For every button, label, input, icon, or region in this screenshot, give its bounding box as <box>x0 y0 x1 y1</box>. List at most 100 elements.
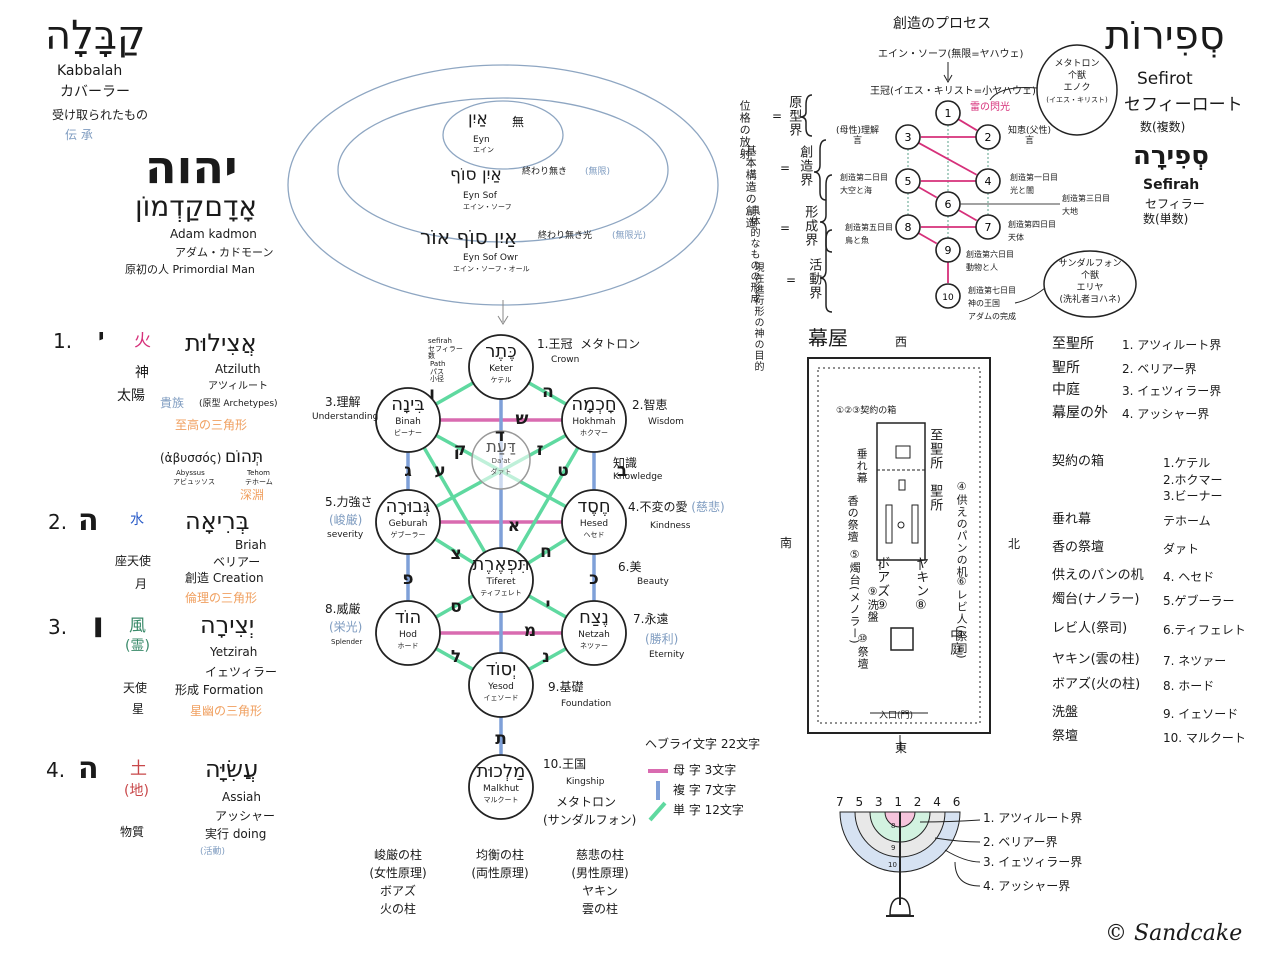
creation-node <box>935 283 961 309</box>
jachin-label: ヤキン⑧ <box>913 556 929 614</box>
sefirah-circle <box>375 387 441 453</box>
menorah-inner-9: 9 <box>891 844 896 852</box>
world-2-kana: ベリアー <box>213 555 261 569</box>
adam-kadmon-hebrew: אָדָםקַדְמוֹן <box>135 190 258 223</box>
ain-sof-owr-kana: エイン・ソーフ・オール <box>453 265 530 273</box>
sefirah-latin: Sefirah <box>1143 177 1200 193</box>
world-1-element: 火 <box>134 331 151 351</box>
item-sefirah: 1.ケテル <box>1163 456 1211 470</box>
ain-sof-owr-latin: Eyn Sof Owr <box>463 253 518 263</box>
kabbalah-kana: カバーラー <box>60 84 130 100</box>
sefirah-hebrew: גְּבוּרָה <box>385 496 431 517</box>
creation-node-number: 6 <box>945 198 952 211</box>
geburah-label: 5.力強さ <box>325 495 373 509</box>
creation-node-number: 10 <box>942 293 954 303</box>
path-letter: ה <box>542 382 554 402</box>
daat-en: Knowledge <box>613 472 663 482</box>
zone-world: 2. ベリアー界 <box>1122 362 1197 376</box>
realm-4-eq: = <box>786 273 797 287</box>
creation-n4-label: 創造第一日目光と闇 <box>1010 173 1058 195</box>
menorah-inner-10: 10 <box>888 861 897 869</box>
malkhut-en: Kingship <box>566 777 605 787</box>
world-2-letter: ה <box>78 503 99 538</box>
path-letter: פ <box>402 569 414 589</box>
sefirah-circle <box>561 600 627 666</box>
world-1-beings: 神 <box>135 365 149 381</box>
item-place: 垂れ幕 <box>1052 512 1092 527</box>
daat-latin: Da'at <box>491 457 511 465</box>
menorah <box>839 811 981 917</box>
arrow-head <box>497 315 509 325</box>
realm-3-realm: 形成界 <box>802 205 818 247</box>
metatron-ellipse <box>1036 44 1118 136</box>
bread-table-label: ④供えのパンの机 <box>955 480 969 578</box>
west-label: 西 <box>895 335 908 349</box>
world-3-latin: Yetzirah <box>210 645 258 659</box>
sefirah-kana: イェソード <box>483 694 519 702</box>
zone-world: 4. アッシャー界 <box>1122 407 1210 421</box>
path-letter: א <box>507 516 521 536</box>
ain-sof-note: (無限) <box>585 167 611 177</box>
item-place: ヤキン(雲の柱) <box>1052 652 1140 667</box>
hod-en: Splender <box>331 638 363 646</box>
world-3-desc: 形成 Formation <box>175 683 264 697</box>
levite-label: ⑥レビ人(祭司) <box>955 575 969 660</box>
item-sefirah: 8. ホード <box>1163 679 1215 693</box>
zone-world: 3. イェツィラー界 <box>1122 384 1222 398</box>
legend-single: 単 字 12文字 <box>673 803 744 817</box>
realm-2-eq: = <box>780 161 791 175</box>
path-letter: ע <box>434 461 446 481</box>
realm-4-realm: 活動界 <box>806 258 822 300</box>
realm-2-realm: 創造界 <box>797 145 813 187</box>
world-2-triangle: 倫理の三角形 <box>185 591 258 605</box>
creation-source: エイン・ソーフ(無限=ヤハウェ) <box>878 49 1024 60</box>
zone-world: 1. アツィルート界 <box>1122 338 1222 352</box>
ain-latin: Eyn <box>473 135 490 145</box>
zone-place: 中庭 <box>1052 382 1080 398</box>
boaz-label: ボアズ⑨ <box>874 556 890 614</box>
sefirah-circle <box>468 547 534 613</box>
malkhut-extra2: (サンダルフォン) <box>543 813 637 827</box>
creation-title: 創造のプロセス <box>893 16 991 32</box>
pillar-mercy: 慈悲の柱(男性原理)ヤキン雲の柱 <box>571 848 629 916</box>
world-1-latin: Atziluth <box>215 362 261 376</box>
path-letter: ט <box>557 461 569 481</box>
keter-label: 1.王冠 メタトロン <box>537 337 641 351</box>
tiferet-label: 6.美 <box>618 560 642 574</box>
ain-kana: エイン <box>473 146 494 154</box>
daat-circle <box>471 430 531 490</box>
path-letter: צ <box>450 544 462 564</box>
world-2-beings: 座天使 <box>115 554 152 568</box>
world-3-element: 風 <box>129 616 146 636</box>
menorah-world-2: 2. ベリアー界 <box>983 835 1058 849</box>
world-3-body: 星 <box>132 702 145 716</box>
adam-kadmon-latin: Adam kadmon <box>170 227 257 241</box>
court-label: 中庭 <box>947 628 963 656</box>
holy-place-label: 聖所 <box>927 484 943 512</box>
sefirah-hebrew: יְסוֹד <box>485 659 517 680</box>
abyss-hebrew: תְּהוֹם <box>225 447 264 467</box>
creation-n7-label: 創造第四日目天体 <box>1008 220 1056 242</box>
pillar-severity: 峻厳の柱(女性原理)ボアズ火の柱 <box>369 848 427 916</box>
sefirah-hebrew: חָכְמָה <box>571 394 617 415</box>
creation-node <box>975 214 1001 240</box>
keter-en: Crown <box>551 355 580 365</box>
sefirah-circle <box>561 489 627 555</box>
sanctuary <box>876 422 926 561</box>
world-1-body: 太陽 <box>117 388 145 404</box>
sefirot-kana: セフィーロート <box>1124 95 1243 115</box>
item-sefirah: 7. ネツァー <box>1163 654 1227 668</box>
creation-crown: 王冠(イエス・キリスト=小ヤハウェ) <box>870 86 1036 97</box>
legend-single-line <box>648 801 667 822</box>
abyss-latin: Tehom <box>247 469 270 477</box>
daat-hebrew: דַּעַת <box>486 437 516 456</box>
creation-node-number: 8 <box>905 221 912 234</box>
hesed-label: 4.不変の愛 (慈悲) <box>628 500 725 514</box>
north-label: 北 <box>1008 537 1021 551</box>
ain-hebrew: אַיִן <box>468 109 488 129</box>
sefirah-hebrew: נֶצַח <box>579 607 609 628</box>
kabbalah-hebrew: קַבָּלָה <box>45 13 146 59</box>
world-4-latin: Assiah <box>222 790 262 804</box>
pillar-balance: 均衡の柱(両性原理) <box>471 848 529 880</box>
